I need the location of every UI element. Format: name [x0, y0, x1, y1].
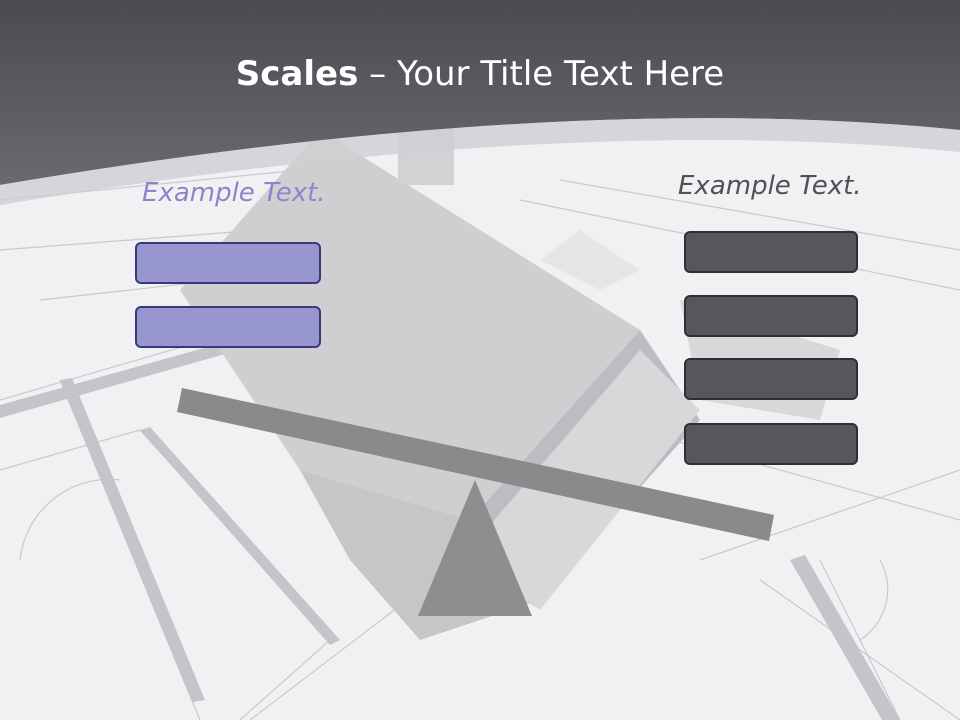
page-title: Scales – Your Title Text Here — [0, 52, 960, 96]
title-rest: – Your Title Text Here — [358, 54, 725, 94]
right-box-1 — [684, 231, 858, 273]
left-label: Example Text. — [142, 178, 326, 208]
header-band — [0, 0, 960, 185]
header-arc — [0, 118, 960, 205]
right-label: Example Text. — [678, 171, 862, 201]
right-box-2 — [684, 295, 858, 337]
left-box-1 — [135, 242, 321, 284]
right-box-4 — [684, 423, 858, 465]
title-bold: Scales — [235, 54, 359, 94]
scale-beam — [177, 388, 774, 541]
right-box-3 — [684, 358, 858, 400]
blueprint-walls — [0, 338, 900, 720]
left-box-2 — [135, 306, 321, 348]
scale-fulcrum — [418, 480, 532, 616]
